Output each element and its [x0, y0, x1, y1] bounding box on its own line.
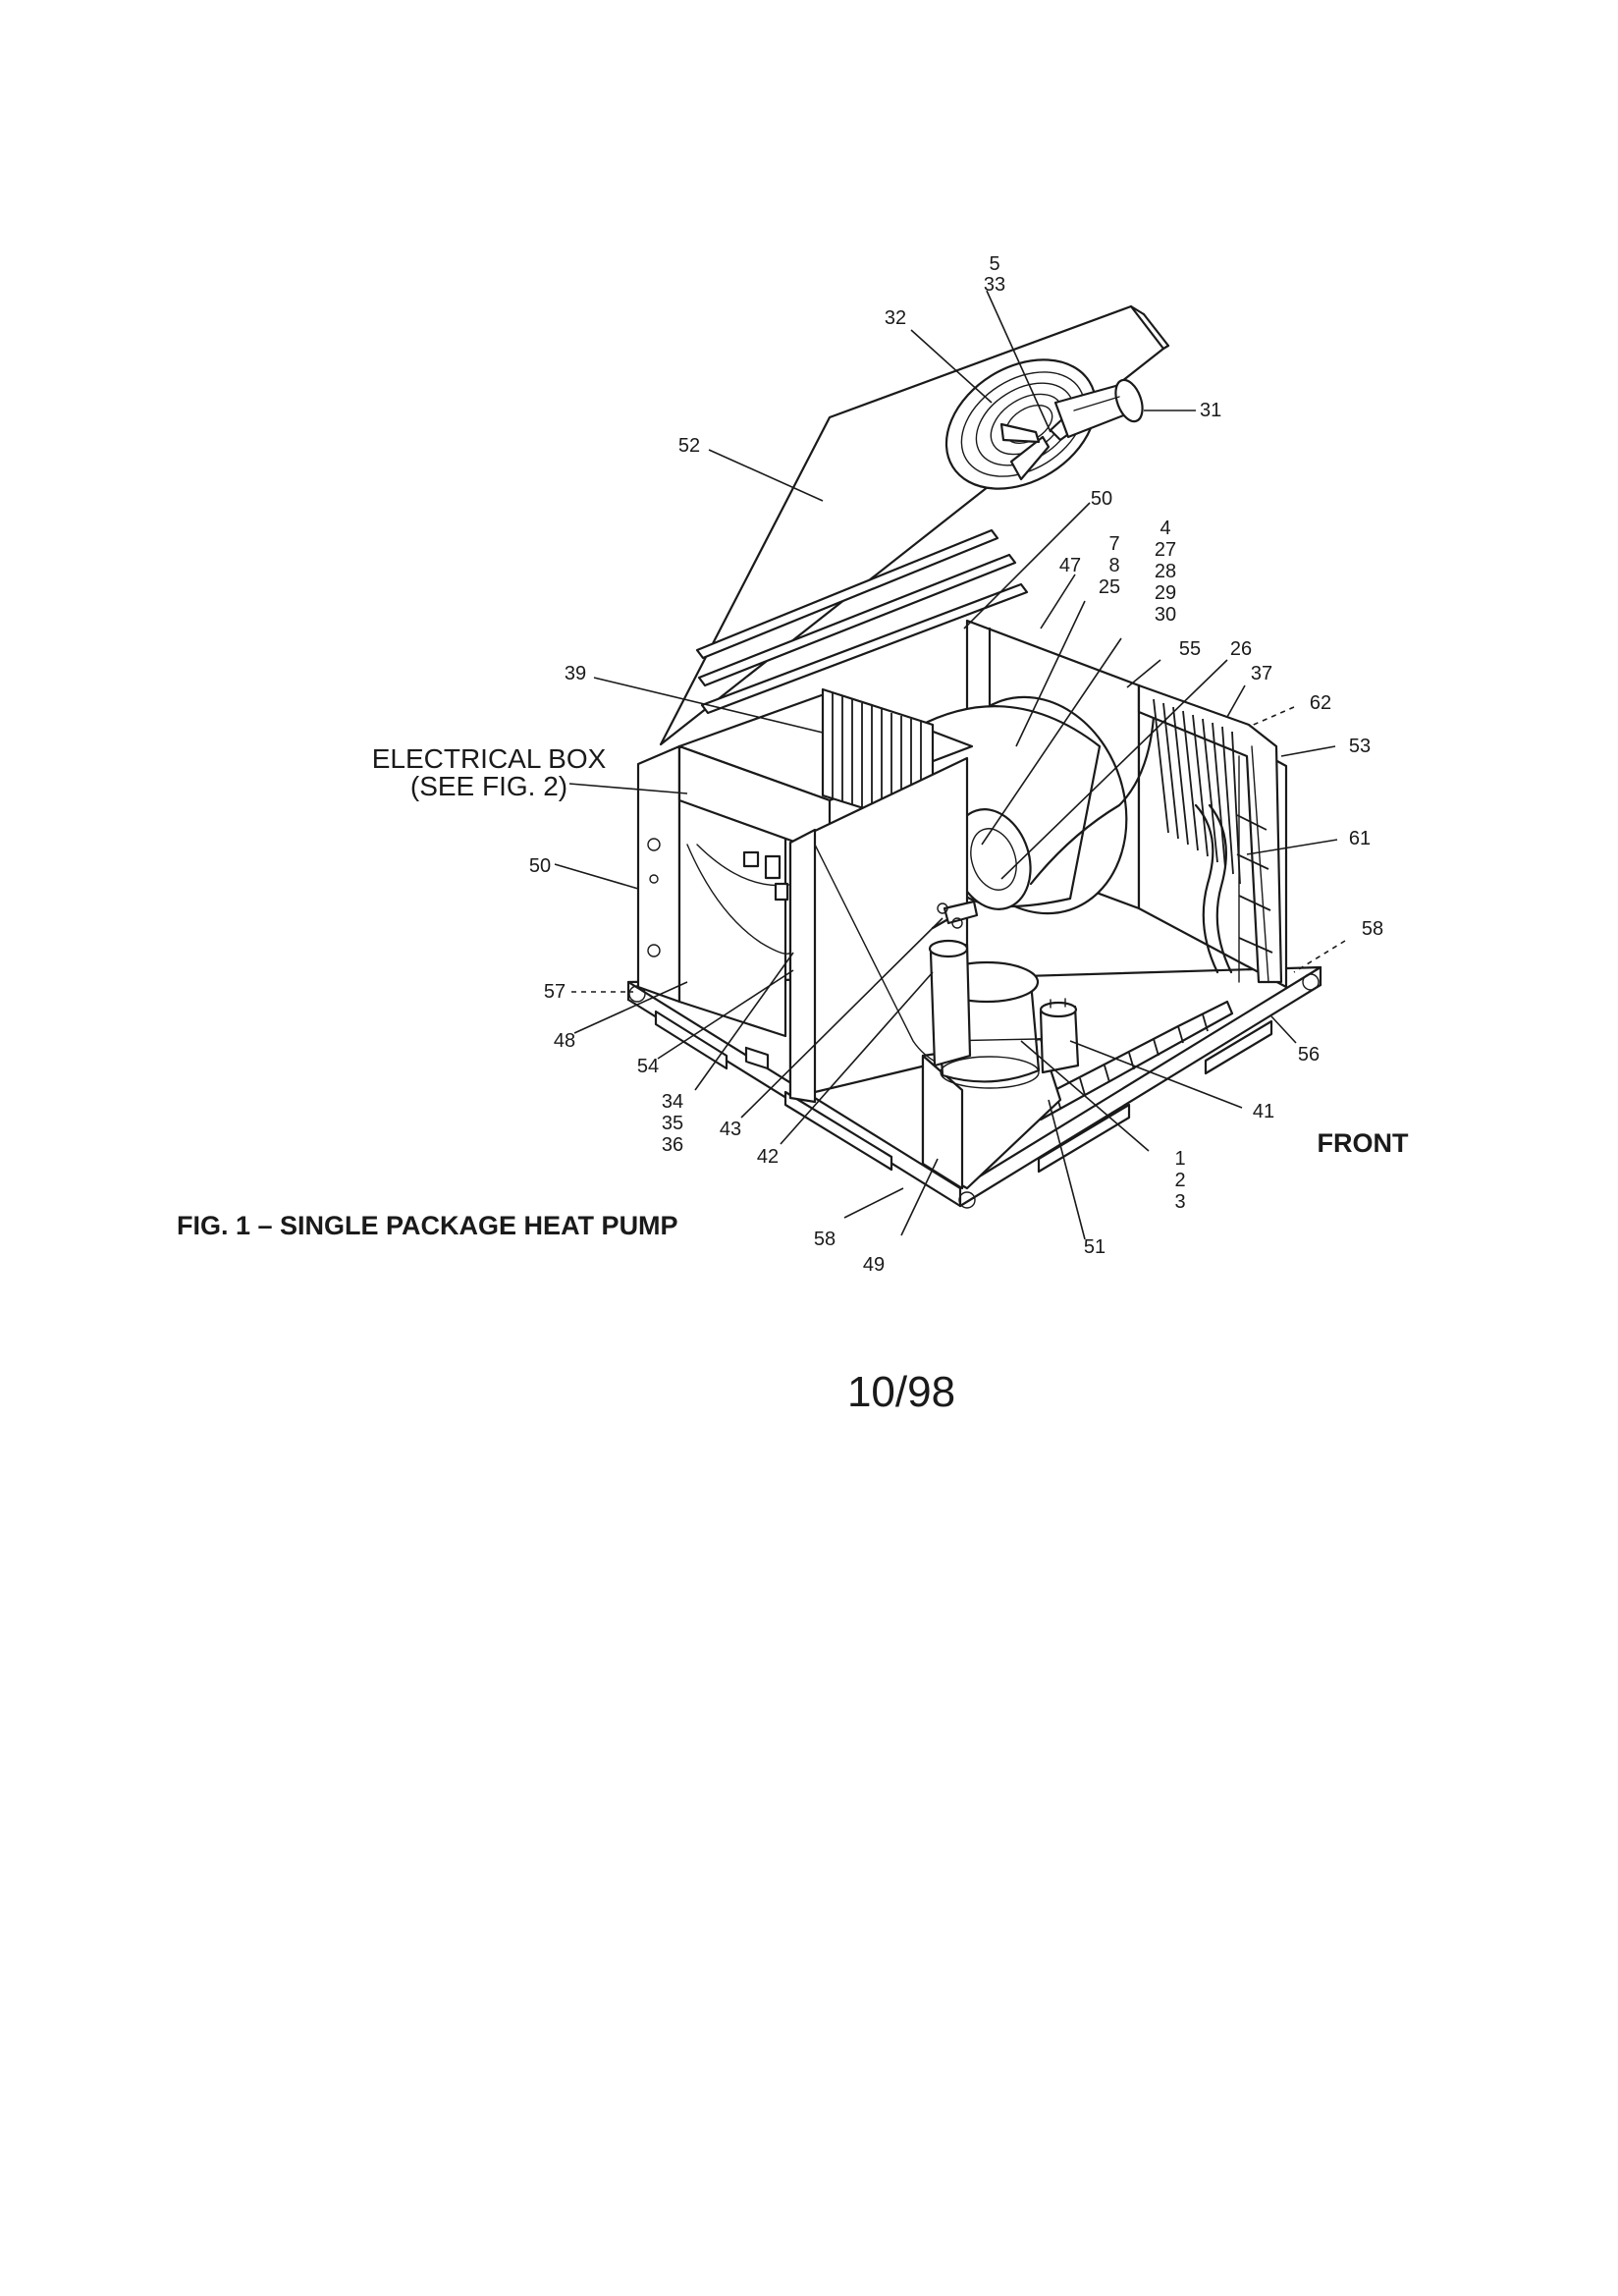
callout-58-right: 58 [1362, 918, 1383, 940]
callout-50-top: 50 [1091, 488, 1112, 510]
callout-26: 26 [1230, 638, 1252, 660]
callout-28: 28 [1155, 561, 1176, 582]
text-labels: ELECTRICAL BOX (SEE FIG. 2) FRONT FIG. 1… [177, 743, 1409, 1416]
callout-47: 47 [1059, 555, 1081, 576]
callout-53: 53 [1349, 736, 1371, 757]
callout-2: 2 [1174, 1170, 1185, 1191]
callout-51: 51 [1084, 1236, 1106, 1258]
blower-assembly [916, 695, 1156, 915]
figure-caption: FIG. 1 – SINGLE PACKAGE HEAT PUMP [177, 1211, 678, 1240]
fan-assembly [944, 358, 1144, 490]
callout-43: 43 [720, 1119, 741, 1140]
callout-42: 42 [757, 1146, 779, 1168]
callout-37: 37 [1251, 663, 1272, 684]
callout-55: 55 [1179, 638, 1201, 660]
callout-labels: 5 33 32 31 52 50 7 8 25 47 4 27 28 29 30… [529, 253, 1383, 1276]
callout-32: 32 [885, 307, 906, 329]
callout-33: 33 [984, 274, 1005, 296]
accumulator [928, 900, 979, 1067]
callout-5: 5 [989, 253, 999, 275]
callout-41: 41 [1253, 1101, 1274, 1122]
leader-lines [554, 290, 1346, 1240]
electrical-box-label: ELECTRICAL BOX [372, 743, 607, 774]
callout-8: 8 [1108, 555, 1119, 576]
callout-3: 3 [1174, 1191, 1185, 1213]
callout-1: 1 [1174, 1148, 1185, 1170]
callout-4: 4 [1160, 518, 1170, 539]
callout-61: 61 [1349, 828, 1371, 849]
callout-30: 30 [1155, 604, 1176, 626]
callout-62: 62 [1310, 692, 1331, 714]
callout-39: 39 [565, 663, 586, 684]
callout-54: 54 [637, 1056, 659, 1077]
callout-57: 57 [544, 981, 566, 1003]
callout-52: 52 [678, 435, 700, 457]
callout-58-bottom: 58 [814, 1229, 836, 1250]
callout-7: 7 [1108, 533, 1119, 555]
capacitor [1039, 998, 1080, 1074]
callout-36: 36 [662, 1134, 683, 1156]
callout-34: 34 [662, 1091, 683, 1113]
callout-56: 56 [1298, 1044, 1320, 1066]
page-date: 10/98 [847, 1368, 955, 1416]
front-label: FRONT [1318, 1128, 1409, 1158]
callout-35: 35 [662, 1113, 683, 1134]
callout-25: 25 [1099, 576, 1120, 598]
callout-31: 31 [1200, 400, 1221, 421]
callout-48: 48 [554, 1030, 575, 1052]
callout-29: 29 [1155, 582, 1176, 604]
callout-27: 27 [1155, 539, 1176, 561]
outdoor-coil [1034, 683, 1283, 1121]
callout-49: 49 [863, 1254, 885, 1276]
electrical-box-reference: (SEE FIG. 2) [410, 771, 567, 801]
callout-50-left: 50 [529, 855, 551, 877]
